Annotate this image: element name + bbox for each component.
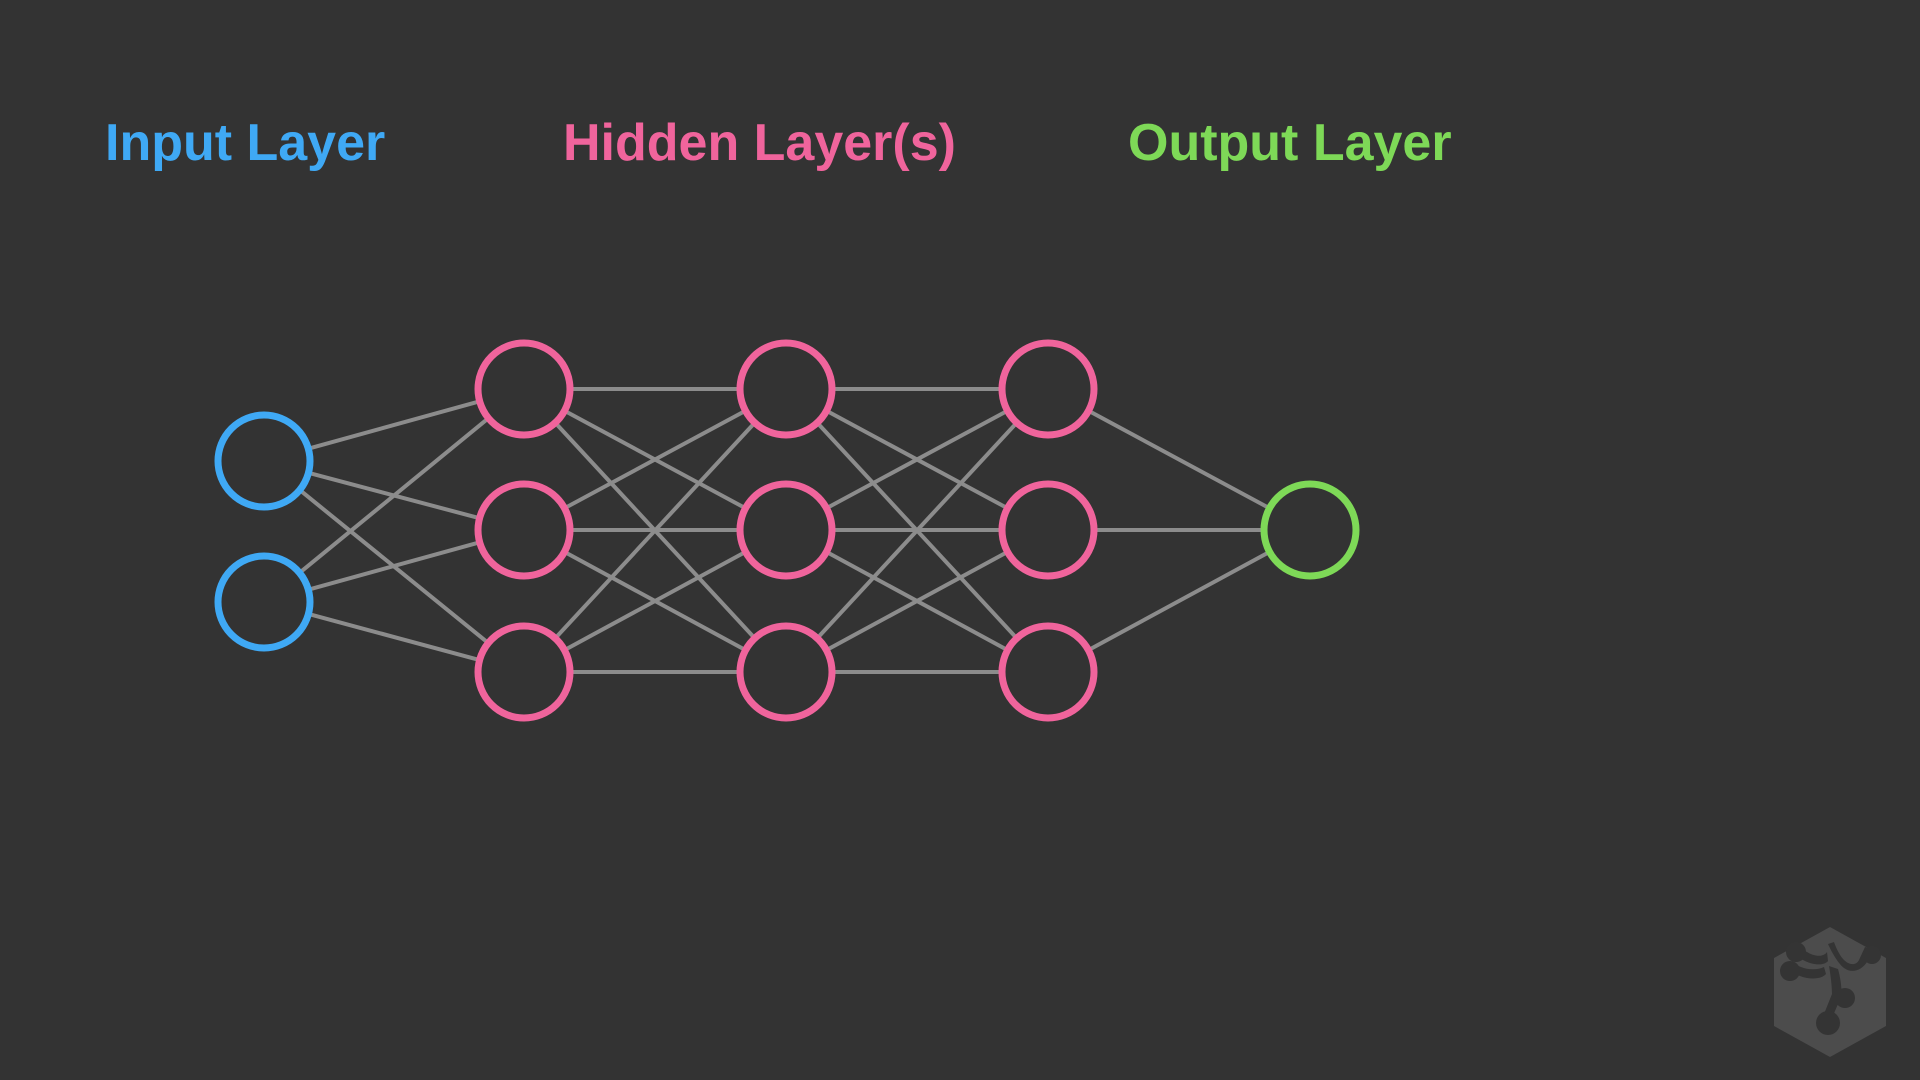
node-h1b[interactable] xyxy=(474,480,574,580)
edge-h1b-h2a xyxy=(562,408,748,511)
node-i2[interactable] xyxy=(214,552,314,652)
node-h3c[interactable] xyxy=(998,622,1098,722)
edge-h3c-o1 xyxy=(1086,549,1272,653)
node-i1[interactable] xyxy=(214,411,314,511)
edge-i1-h1a xyxy=(306,399,482,451)
node-h2b[interactable] xyxy=(736,480,836,580)
nodes-group xyxy=(214,339,1360,722)
edge-i2-h1b xyxy=(306,540,482,592)
edge-h2c-h3a xyxy=(815,420,1019,641)
watermark-glyph xyxy=(1780,942,1881,1035)
edge-h3a-o1 xyxy=(1086,408,1272,511)
edge-i2-h1a xyxy=(297,416,491,575)
edge-h1c-h2b xyxy=(562,549,748,653)
input-layer-label: Input Layer xyxy=(105,114,386,172)
edge-h2c-h3b xyxy=(824,549,1010,653)
node-h3b[interactable] xyxy=(998,480,1098,580)
output-layer-label: Output Layer xyxy=(1128,114,1452,172)
edge-h2b-h3a xyxy=(824,408,1010,511)
edge-h1c-h2a xyxy=(553,420,757,641)
hidden-layer-label: Hidden Layer(s) xyxy=(563,114,956,172)
node-h1a[interactable] xyxy=(474,339,574,439)
edges-group xyxy=(297,387,1272,674)
node-o1[interactable] xyxy=(1260,480,1360,580)
node-h3a[interactable] xyxy=(998,339,1098,439)
node-h2a[interactable] xyxy=(736,339,836,439)
edge-i2-h1c xyxy=(306,611,482,663)
node-h1c[interactable] xyxy=(474,622,574,722)
hexagon-node-logo-icon xyxy=(1774,927,1886,1057)
node-h2c[interactable] xyxy=(736,622,836,722)
